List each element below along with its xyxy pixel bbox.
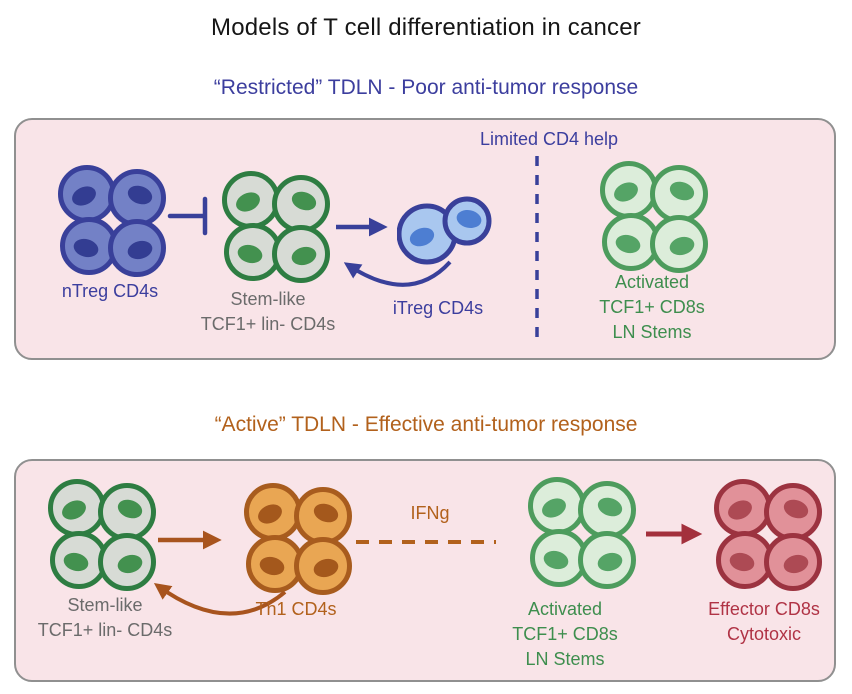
stemlike-label-line2: TCF1+ lin- CD4s <box>37 620 173 640</box>
th1-label: Th1 CD4s <box>255 599 337 619</box>
itreg-label: iTreg CD4s <box>392 298 484 318</box>
activated-label-restricted: Activated TCF1+ CD8s LN Stems <box>577 270 727 345</box>
stemlike-label-restricted: Stem-like TCF1+ lin- CD4s <box>181 287 355 337</box>
activated-label-line1: Activated <box>614 272 690 292</box>
activated-label-line2: TCF1+ CD8s <box>512 624 618 644</box>
th1-cd4-cell-cluster <box>240 480 354 596</box>
stemlike-cd4-cell-cluster-restricted <box>218 168 332 284</box>
stemlike-label-active: Stem-like TCF1+ lin- CD4s <box>12 593 198 643</box>
effector-label: Effector CD8s Cytotoxic <box>687 597 841 647</box>
ifng-label: IFNg <box>410 503 450 523</box>
effector-label-line2: Cytotoxic <box>726 624 802 644</box>
ntreg-cd4-cell-cluster <box>54 162 168 278</box>
stemlike-cd4-cell-cluster-active <box>44 476 158 592</box>
figure-title: Models of T cell differentiation in canc… <box>211 14 641 41</box>
activated-cd8-cell-cluster-restricted <box>596 158 710 274</box>
activated-label-line2: TCF1+ CD8s <box>599 297 705 317</box>
stemlike-label-line2: TCF1+ lin- CD4s <box>200 314 336 334</box>
itreg-cd4-cell-pair <box>396 190 497 268</box>
stemlike-label-line1: Stem-like <box>230 289 306 309</box>
activated-label-line3: LN Stems <box>525 649 605 669</box>
effector-cd8-cell-cluster <box>710 476 824 592</box>
activated-label-line1: Activated <box>527 599 603 619</box>
limited-cd4-help-label: Limited CD4 help <box>479 129 619 149</box>
effector-label-line1: Effector CD8s <box>708 599 820 619</box>
active-panel-subtitle: “Active” TDLN - Effective anti-tumor res… <box>214 413 638 436</box>
activated-label-line3: LN Stems <box>612 322 692 342</box>
stemlike-label-line1: Stem-like <box>67 595 143 615</box>
restricted-panel-subtitle: “Restricted” TDLN - Poor anti-tumor resp… <box>213 76 639 99</box>
ntreg-label: nTreg CD4s <box>61 281 159 301</box>
activated-cd8-cell-cluster-active <box>524 474 638 590</box>
activated-label-active: Activated TCF1+ CD8s LN Stems <box>490 597 640 672</box>
